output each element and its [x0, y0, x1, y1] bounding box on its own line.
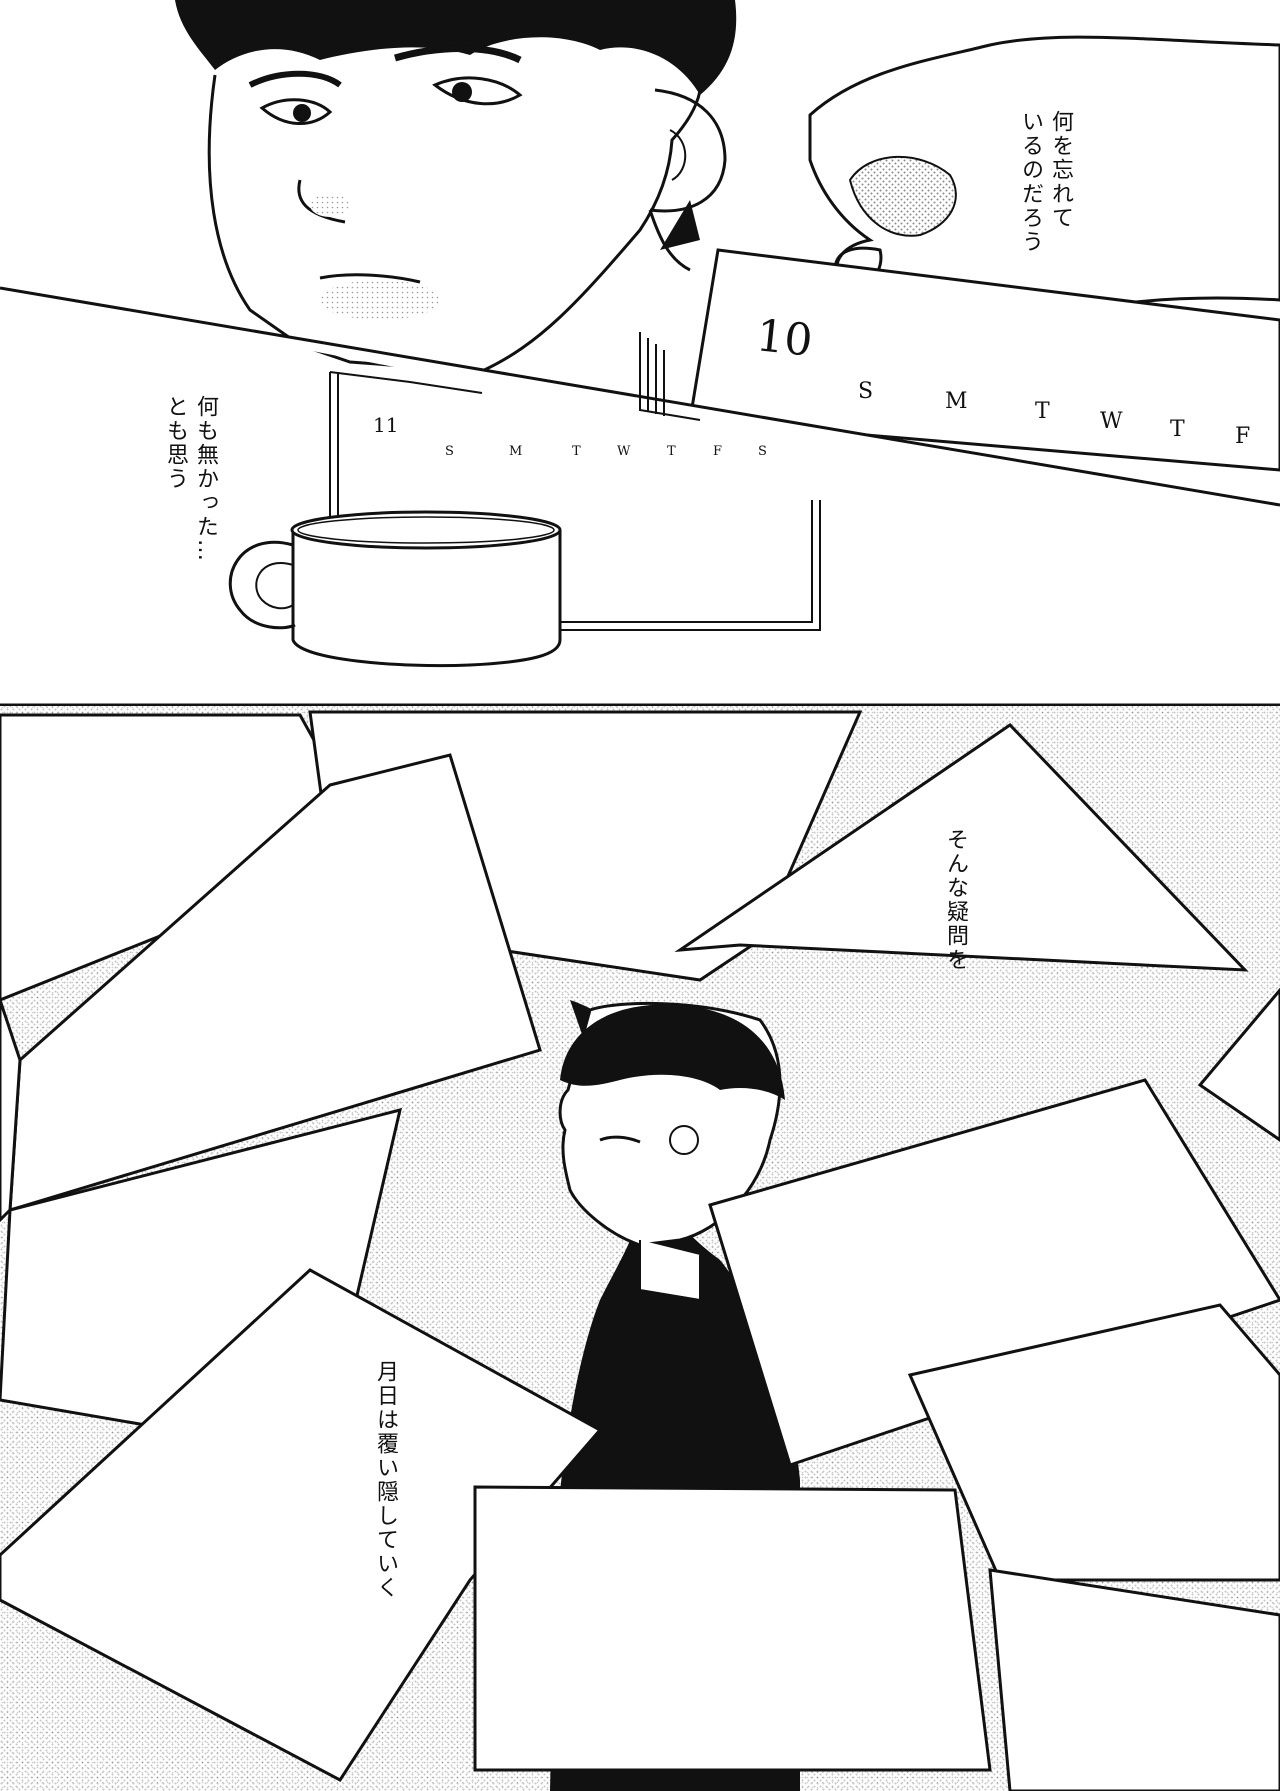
- weekday-label: M: [945, 389, 968, 414]
- caption-doubt: そんな疑問を: [940, 828, 970, 1008]
- bottom-panel: [0, 706, 1280, 1791]
- caption-nothing: 何も無かった… とも思う: [160, 395, 220, 595]
- paper-sheet: [708, 1078, 1280, 1467]
- flying-papers: [0, 710, 1280, 1791]
- weekday-label: F: [713, 444, 722, 459]
- paper-sheet: [8, 753, 542, 1213]
- coffee-cup: [228, 510, 562, 668]
- weekday-label: T: [667, 444, 676, 459]
- caption-line: とも思う: [163, 395, 188, 491]
- weekday-label: T: [1035, 399, 1050, 424]
- caption-months-cover: 月日は覆い隠していく: [370, 1360, 400, 1620]
- paper-sheet: [1197, 987, 1280, 1142]
- weekday-label: F: [1235, 424, 1250, 449]
- weekday-label: S: [858, 379, 873, 404]
- weekday-label: S: [445, 444, 454, 459]
- weekday-label: S: [758, 444, 767, 459]
- weekday-label: W: [617, 444, 631, 459]
- calendar-back-month: 11: [373, 413, 398, 437]
- panel-gutter: [0, 288, 1280, 540]
- calendar-front-weekdays: S M T W T F: [858, 379, 1250, 449]
- paper-sheet: [473, 1485, 992, 1772]
- calendar-front-month: 10: [754, 310, 815, 367]
- calendar-page-front: 10 S M T W T F: [688, 248, 1280, 472]
- top-panel: 10 S M T W T F 1: [0, 0, 1280, 707]
- caption-line: 何を忘れて: [1048, 110, 1073, 230]
- caption-line: いるのだろう: [1018, 110, 1043, 254]
- calendar-stand: 11 S M T W T F S: [329, 332, 821, 631]
- weekday-label: M: [509, 444, 522, 459]
- weekday-label: W: [1100, 409, 1123, 434]
- paper-sheet: [988, 1568, 1280, 1791]
- caption-line: 何も無かった…: [193, 395, 218, 563]
- paper-sheet: [907, 1303, 1280, 1582]
- paper-sheet: [674, 723, 1249, 972]
- weekday-label: T: [572, 444, 581, 459]
- caption-line: 月日は覆い隠していく: [373, 1360, 398, 1600]
- paper-sheet: [0, 1268, 603, 1782]
- calendar-back-weekdays: S M T W T F S: [445, 444, 767, 459]
- man-face-illustration: [175, 0, 737, 374]
- desk-illustration: 11 S M T W T F S: [228, 332, 821, 668]
- weekday-label: T: [1170, 417, 1185, 442]
- caption-forgetting: 何を忘れて いるのだろう: [1015, 110, 1075, 370]
- caption-line: そんな疑問を: [943, 828, 968, 972]
